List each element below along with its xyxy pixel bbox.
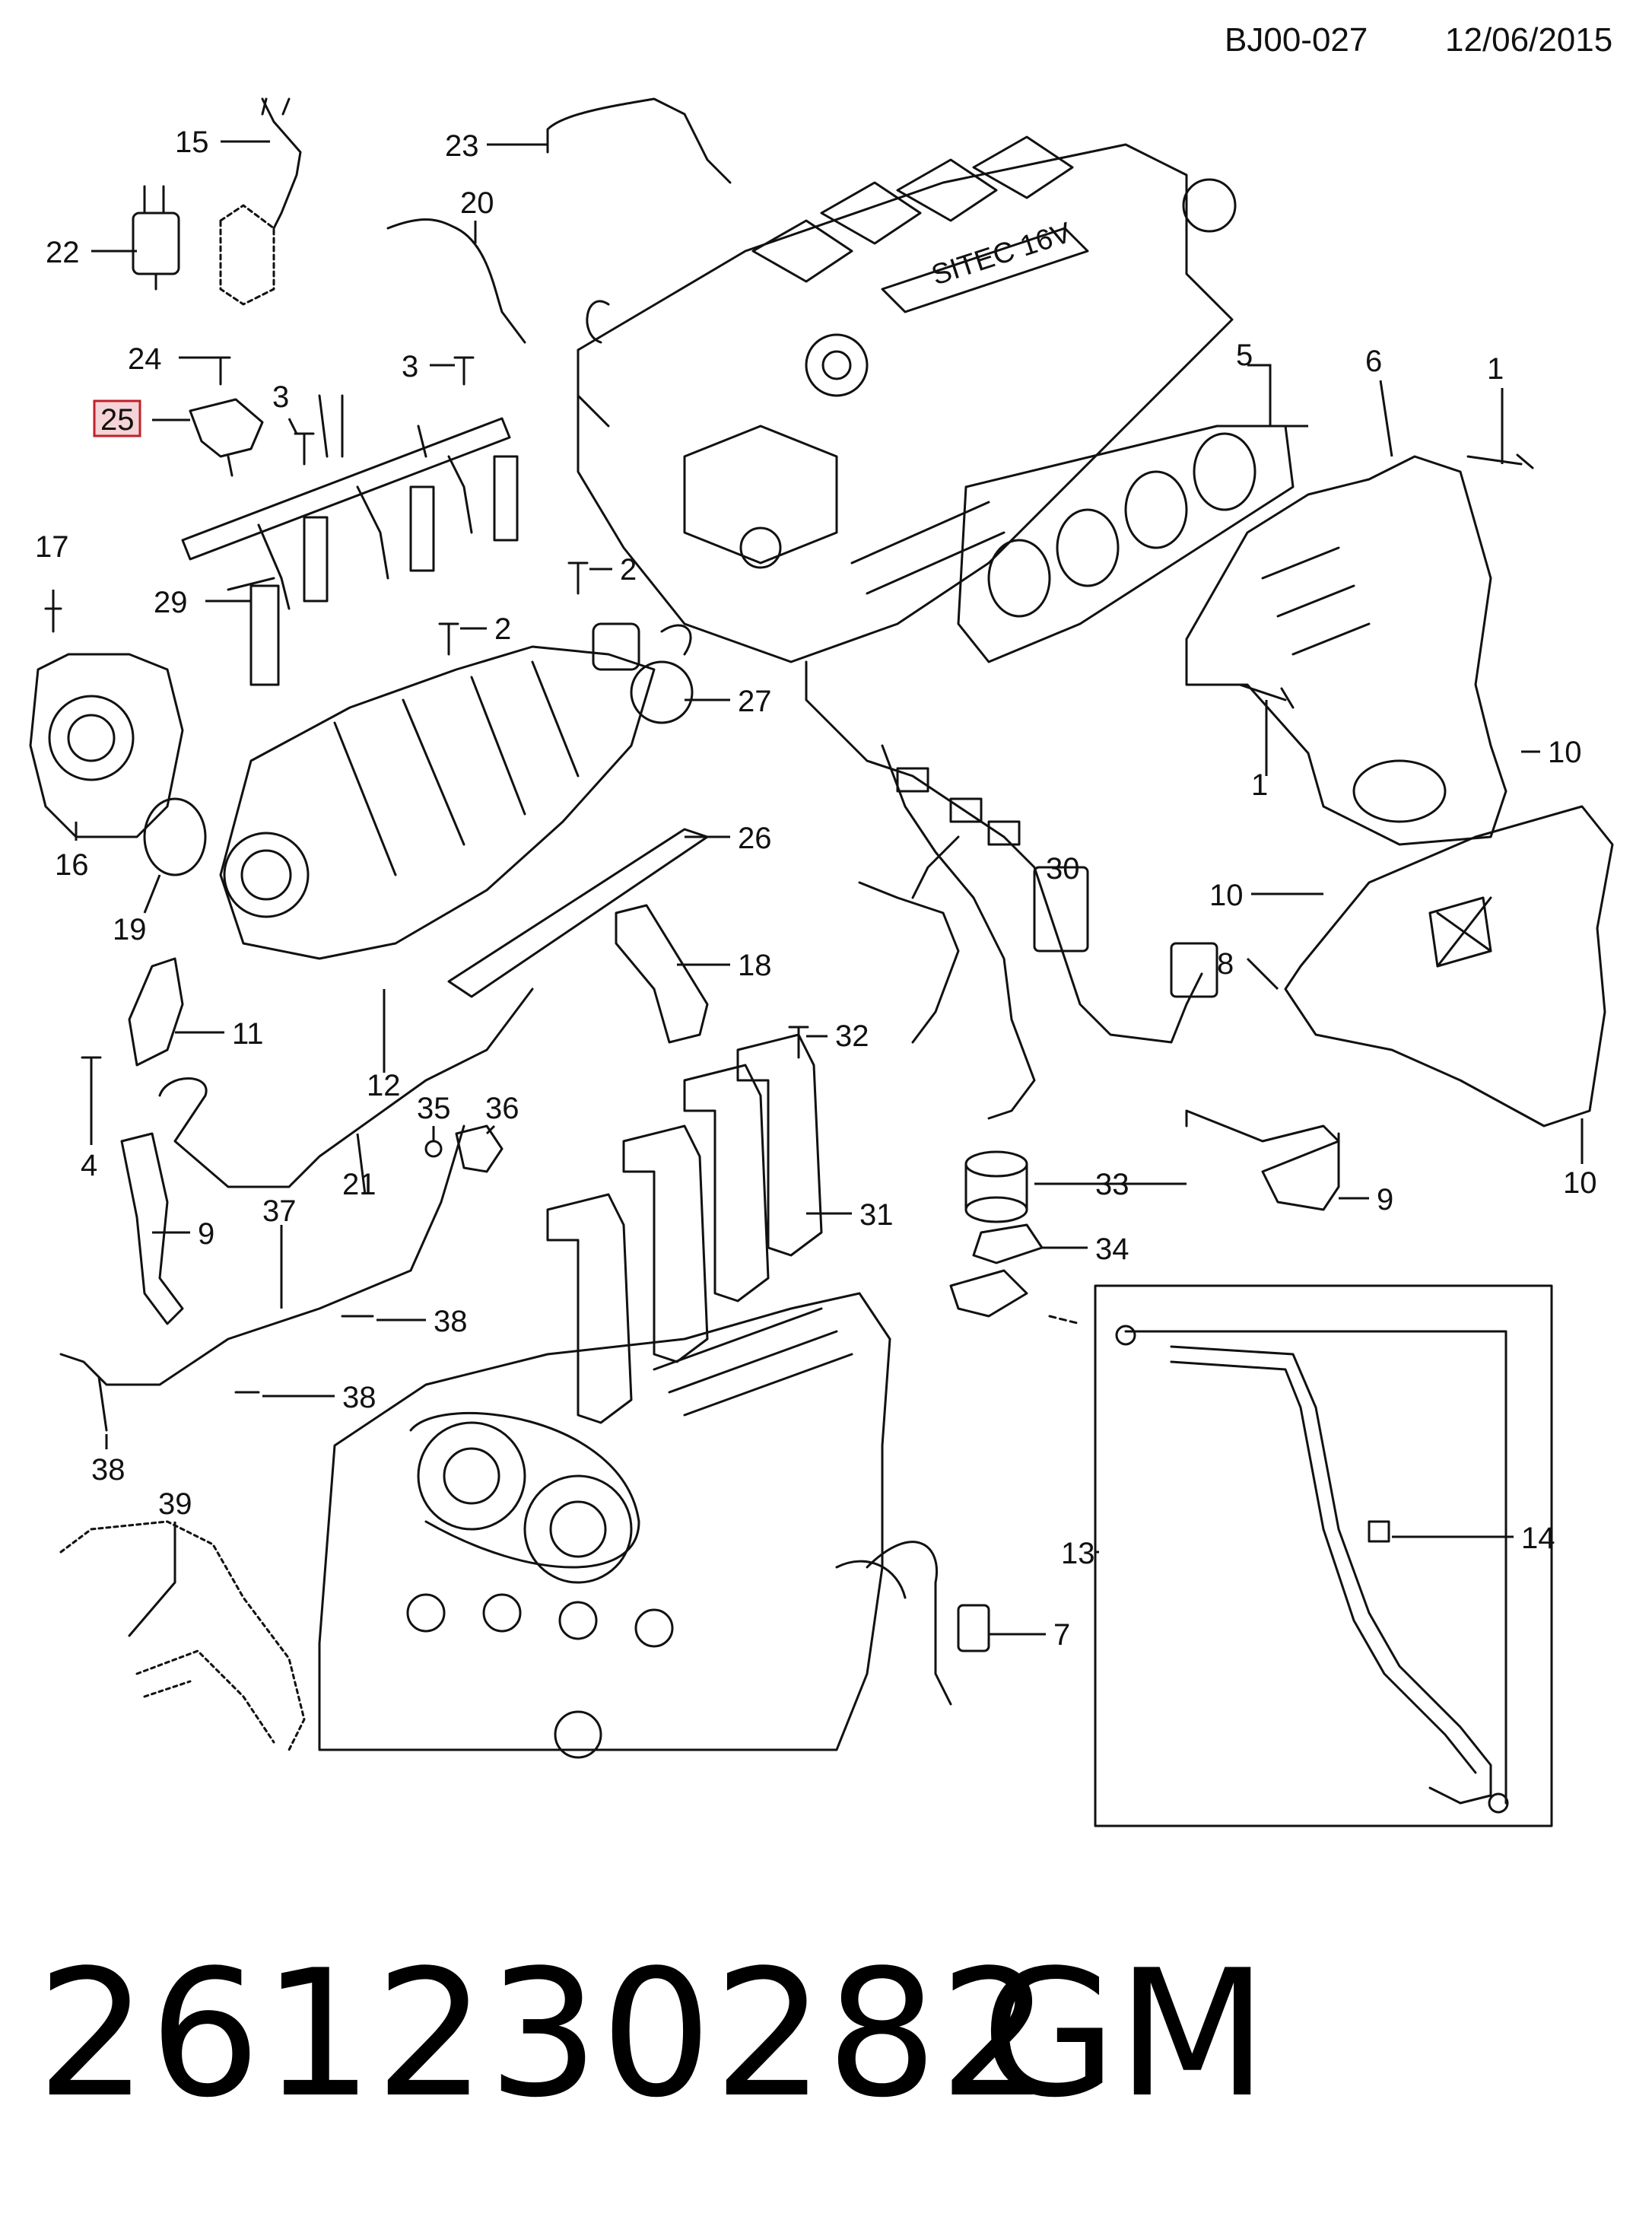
callout-22: 22	[46, 236, 80, 269]
bracket-11-illustration	[128, 957, 184, 1067]
sensor-7-illustration	[866, 1541, 990, 1706]
engine-block-illustration	[318, 1292, 907, 1759]
callout-5: 5	[1236, 339, 1253, 372]
clamp-35-icon	[424, 1140, 443, 1158]
bracket-18-illustration	[615, 904, 709, 1044]
callout-25: 25	[100, 403, 135, 437]
callout-32: 32	[835, 1019, 869, 1053]
callout-7: 7	[1053, 1618, 1070, 1652]
fuel-injector-29-illustration	[227, 577, 280, 686]
gasket-26-illustration	[447, 828, 709, 998]
ignition-coils-31-illustration	[546, 1033, 823, 1424]
bolt-4-icon	[81, 1056, 102, 1089]
callout-9-right: 9	[1377, 1183, 1393, 1217]
callout-30: 30	[1046, 852, 1080, 886]
pipe-20-illustration	[386, 218, 526, 344]
bolt-3-right-icon	[453, 356, 475, 386]
pipe-23-illustration	[546, 97, 732, 184]
part-number: 261230282	[37, 1933, 1052, 2136]
connector-36-illustration	[455, 1124, 504, 1173]
callout-24: 24	[128, 342, 162, 376]
bracket-9-left-illustration	[120, 1132, 184, 1325]
bolt-1-lower-icon	[1238, 683, 1295, 709]
callout-2-upper: 2	[620, 553, 637, 587]
callout-labels: 15 22 23 20 24 3 5 6 1 25 3 2 17 29 2 27…	[35, 126, 1597, 1652]
pipe-21-illustration	[158, 988, 534, 1188]
callout-11: 11	[232, 1017, 264, 1051]
callout-39: 39	[158, 1487, 192, 1521]
document-date: 12/06/2015	[1445, 21, 1613, 59]
hose-37-illustration	[59, 1124, 465, 1386]
fuel-rail-illustration	[181, 394, 519, 610]
sensor-25-illustration	[189, 398, 264, 477]
callout-37: 37	[262, 1194, 297, 1228]
callout-6: 6	[1365, 345, 1382, 378]
callout-1-upper: 1	[1487, 352, 1504, 386]
valve-27-illustration	[592, 622, 694, 724]
callout-18: 18	[738, 949, 772, 982]
callout-17: 17	[35, 530, 69, 564]
callout-2-lower: 2	[494, 612, 511, 646]
callout-9-left: 9	[198, 1217, 214, 1251]
bolt-32-icon	[788, 1026, 809, 1059]
callout-10-upper: 10	[1548, 736, 1582, 769]
bolt-3-left-icon	[294, 432, 315, 466]
bolt-24-icon	[210, 356, 231, 386]
callout-3-right: 3	[402, 350, 418, 383]
callout-38-mid: 38	[434, 1305, 468, 1338]
bracket-9-right-illustration	[1185, 1109, 1340, 1211]
document-id: BJ00-027	[1225, 21, 1368, 59]
callout-3-left: 3	[272, 380, 289, 414]
callout-31: 31	[859, 1198, 894, 1232]
callout-19: 19	[113, 913, 147, 946]
callout-10-mid: 10	[1209, 879, 1244, 912]
throttle-body-16-illustration	[29, 653, 184, 838]
callout-12: 12	[367, 1069, 401, 1102]
callout-36: 36	[485, 1092, 519, 1125]
o-ring-19-icon	[143, 797, 207, 876]
callout-25-highlight	[93, 399, 141, 437]
intake-manifold-12-illustration	[219, 645, 656, 960]
callout-1-lower: 1	[1251, 768, 1268, 802]
callout-34: 34	[1095, 1232, 1129, 1266]
partial-hose-39-illustration	[59, 1520, 306, 1751]
callout-20: 20	[460, 186, 494, 220]
callout-10-lower: 10	[1563, 1166, 1597, 1200]
bolt-2-lower-icon	[438, 622, 459, 656]
heat-shield-illustration	[1284, 805, 1614, 1127]
inset-box-pipe-13	[1094, 1284, 1553, 1827]
hose-39-icon	[128, 1581, 176, 1637]
callout-26: 26	[738, 822, 772, 855]
brand-name: GM	[981, 1933, 1268, 2136]
valve-33-illustration	[964, 1150, 1028, 1223]
callout-16: 16	[55, 848, 89, 882]
callout-15: 15	[175, 126, 209, 159]
callout-14: 14	[1521, 1522, 1555, 1555]
leader-lines	[52, 140, 1584, 1636]
callout-29: 29	[154, 586, 188, 619]
callout-4: 4	[81, 1149, 97, 1182]
gasket-34-illustration	[972, 1223, 1044, 1264]
callout-38-lower: 38	[342, 1381, 376, 1414]
callout-33: 33	[1095, 1168, 1129, 1201]
callout-8: 8	[1217, 947, 1234, 981]
hose-15-illustration	[261, 97, 302, 230]
sensor-22-illustration	[132, 185, 180, 291]
callout-21: 21	[342, 1168, 376, 1201]
callout-23: 23	[445, 129, 479, 163]
bolt-1-upper-icon	[1466, 453, 1534, 469]
callout-27: 27	[738, 685, 772, 718]
exhaust-manifold-illustration	[1185, 455, 1507, 846]
callout-38-left: 38	[91, 1453, 125, 1487]
callout-35: 35	[417, 1092, 451, 1125]
bolt-2-upper-icon	[567, 561, 589, 595]
engine-cylinder-head-illustration: SITEC 16V	[577, 135, 1237, 663]
callout-13: 13	[1061, 1537, 1095, 1570]
sensor-38-left-icon	[97, 1376, 108, 1432]
bolt-17-icon	[44, 607, 62, 633]
